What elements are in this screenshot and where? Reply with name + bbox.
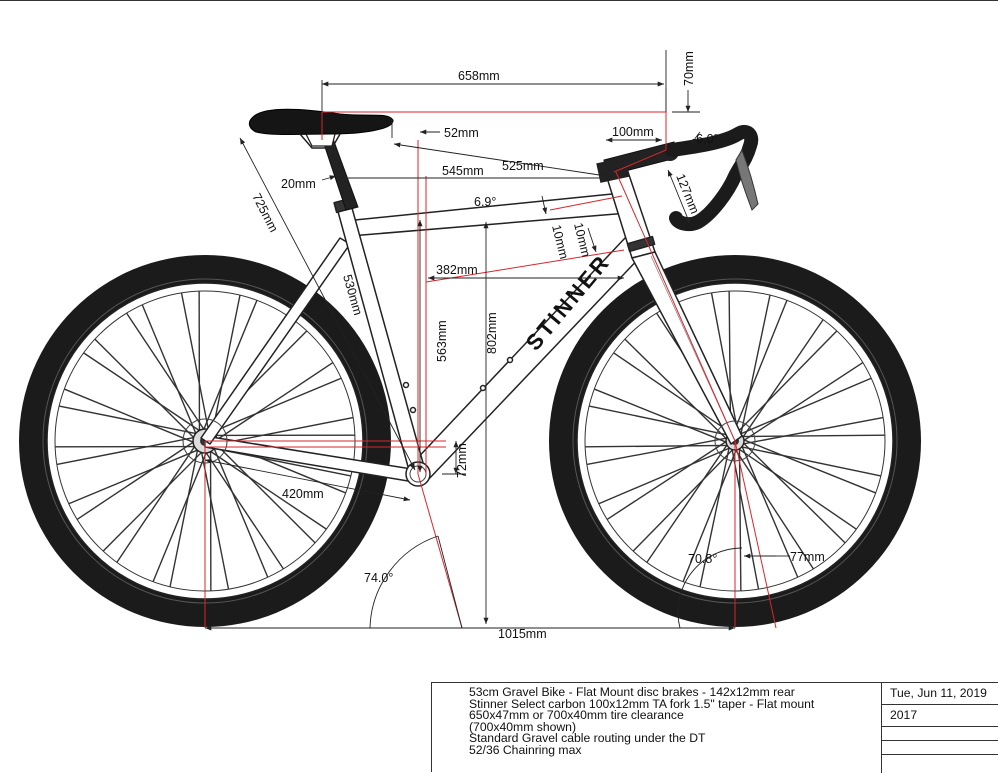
dim-100: 100mm	[612, 125, 654, 139]
dim-420: 420mm	[282, 487, 324, 501]
dim-52: 52mm	[444, 126, 479, 140]
seatpost	[304, 130, 358, 210]
dim-563: 563mm	[435, 320, 449, 362]
date-cell: Tue, Jun 11, 2019	[882, 683, 998, 705]
dim-10a: 10mm	[549, 223, 571, 260]
title-block-cells: Tue, Jun 11, 2019 2017	[881, 683, 998, 773]
empty-cell	[882, 727, 998, 741]
dim-658: 658mm	[458, 69, 500, 83]
dim-seat-angle: 74.0°	[364, 571, 393, 585]
dim-545: 545mm	[442, 164, 484, 178]
dim-72: 72mm	[455, 443, 469, 478]
dim-tt-angle: 6.9°	[474, 195, 496, 209]
dim-70: 70mm	[682, 51, 696, 86]
empty-cell	[882, 755, 998, 773]
dim-725: 725mm	[249, 191, 280, 234]
spec-notes: 53cm Gravel Bike - Flat Mount disc brake…	[469, 687, 879, 757]
dim-77: 77mm	[790, 550, 825, 564]
dim-1015: 1015mm	[498, 627, 547, 641]
dim-382: 382mm	[436, 263, 478, 277]
dim-525: 525mm	[502, 159, 544, 173]
dim-head-angle: 70.8°	[688, 552, 717, 566]
dim-stem-angle: -6.0°	[692, 132, 719, 146]
dim-10b: 10mm	[571, 221, 593, 258]
year-cell: 2017	[882, 705, 998, 727]
empty-cell	[882, 741, 998, 755]
title-block: 53cm Gravel Bike - Flat Mount disc brake…	[431, 682, 998, 772]
dim-20: 20mm	[281, 177, 316, 191]
dim-802: 802mm	[485, 312, 499, 354]
spec-note: 52/36 Chainring max	[469, 745, 879, 757]
